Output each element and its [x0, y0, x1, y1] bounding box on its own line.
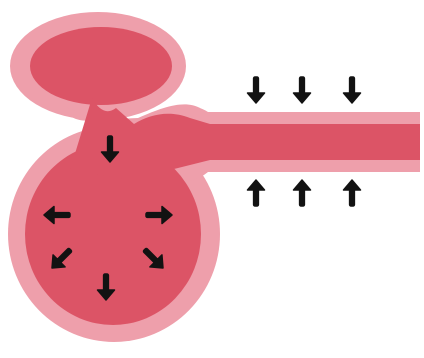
arrow-icon	[248, 180, 265, 206]
arrow-icon	[344, 77, 361, 103]
upper-chamber	[30, 27, 172, 105]
arrow-icon	[294, 180, 311, 206]
arrow-icon	[344, 180, 361, 206]
arrow-icon	[248, 77, 265, 103]
tube	[208, 124, 420, 160]
inner-fill	[25, 27, 420, 325]
arrow-icon	[294, 77, 311, 103]
